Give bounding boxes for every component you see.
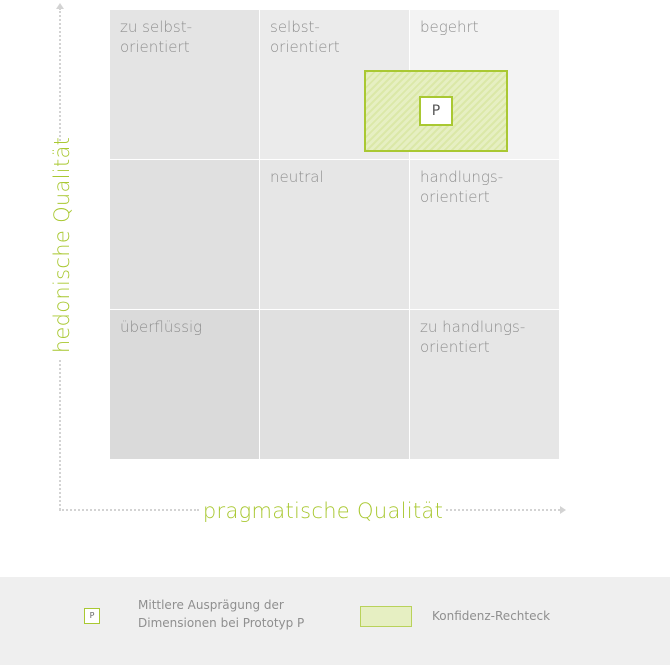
confidence-rectangle: [364, 70, 508, 152]
cell-empty-bottom-middle: [260, 310, 409, 459]
y-axis-arrow: [56, 3, 64, 9]
y-axis-line: [59, 8, 61, 141]
y-axis-label: hedonische Qualität: [50, 136, 74, 354]
legend-confidence-swatch: [360, 606, 412, 627]
cell-selbstorientiert: selbst- orientiert: [260, 10, 409, 159]
quality-grid: zu selbst- orientiert selbst- orientiert…: [110, 10, 559, 459]
x-axis-line: [59, 509, 199, 511]
prototype-marker: P: [419, 96, 453, 126]
cell-zu-selbstorientiert: zu selbst- orientiert: [110, 10, 259, 159]
cell-zu-handlungsorientiert: zu handlungs- orientiert: [410, 310, 559, 459]
y-axis-line-lower: [59, 360, 61, 510]
cell-neutral: neutral: [260, 160, 409, 309]
legend-prototype-marker: P: [84, 608, 100, 624]
x-axis-line-right: [446, 509, 560, 511]
cell-empty-left-middle: [110, 160, 259, 309]
legend-prototype-text: Mittlere Ausprägung der Dimensionen bei …: [138, 598, 305, 630]
cell-ueberfluessig: überflüssig: [110, 310, 259, 459]
x-axis-label: pragmatische Qualität: [202, 499, 444, 523]
x-axis-arrow: [560, 506, 566, 514]
legend: P Mittlere Ausprägung der Dimensionen be…: [0, 577, 670, 665]
legend-confidence-text: Konfidenz-Rechteck: [432, 609, 551, 623]
cell-handlungsorientiert: handlungs- orientiert: [410, 160, 559, 309]
